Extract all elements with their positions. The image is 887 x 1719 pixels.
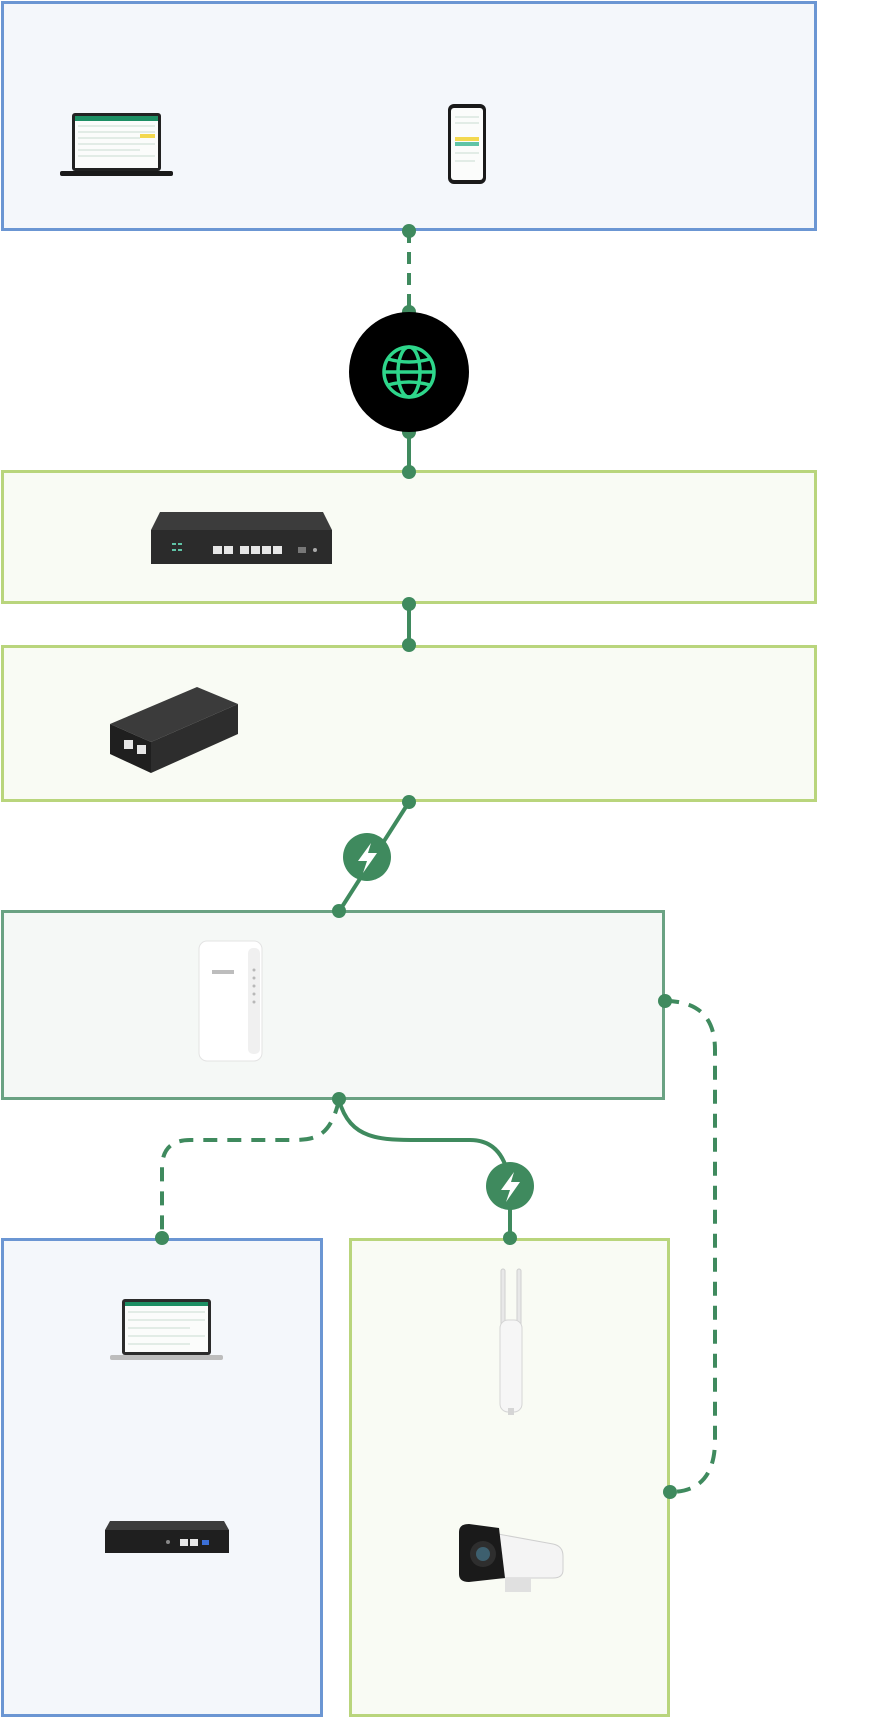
smartphone-device bbox=[448, 104, 486, 184]
hardware-controller-device bbox=[105, 1521, 229, 1553]
laptop-device bbox=[60, 113, 173, 176]
power-badge-upper bbox=[343, 833, 391, 881]
router-gateway-device bbox=[151, 512, 332, 564]
power-badge-lower bbox=[486, 1162, 534, 1210]
lightning-icon bbox=[501, 1172, 520, 1202]
poe-injector-device bbox=[110, 687, 238, 773]
lightning-icon bbox=[358, 843, 377, 873]
wall-mount-access-point-device bbox=[198, 940, 263, 1062]
local-controller-zone bbox=[1, 1238, 323, 1717]
ap-to-controller-link bbox=[160, 1099, 341, 1238]
access-point-zone bbox=[1, 910, 665, 1100]
internet-node bbox=[349, 312, 469, 432]
ap-to-camera-link bbox=[664, 999, 717, 1494]
laptop-device bbox=[110, 1299, 223, 1360]
gateway-zone bbox=[1, 470, 817, 604]
ap-to-powered-devices-link bbox=[337, 1099, 512, 1238]
globe-icon bbox=[382, 345, 436, 399]
powered-devices-zone bbox=[349, 1238, 670, 1717]
ip-camera-device bbox=[459, 1524, 564, 1592]
outdoor-access-point-device bbox=[499, 1268, 523, 1415]
